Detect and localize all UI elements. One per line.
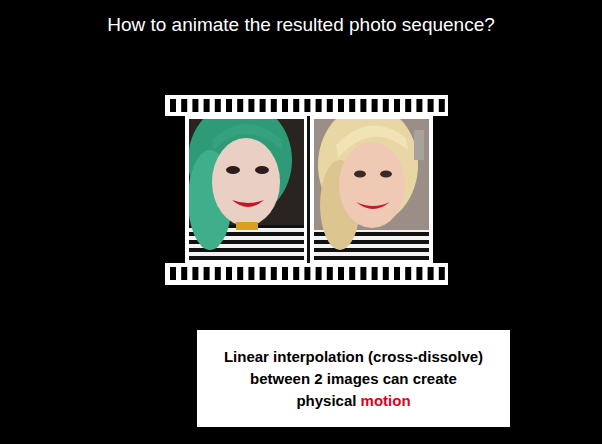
sprocket-hole: [338, 267, 344, 280]
sprocket-hole: [416, 267, 422, 280]
film-band: [165, 263, 448, 285]
sprocket-hole: [170, 267, 176, 280]
sprocket-hole: [372, 99, 378, 112]
sprocket-hole: [349, 267, 355, 280]
sprocket-hole: [338, 99, 344, 112]
sprocket-hole: [282, 267, 288, 280]
highlight-word: motion: [361, 392, 411, 409]
sprocket-hole: [327, 267, 333, 280]
sprocket-hole: [260, 267, 266, 280]
sprocket-hole: [349, 99, 355, 112]
sprocket-hole: [360, 99, 366, 112]
sprocket-hole: [248, 99, 254, 112]
film-band: [165, 95, 448, 116]
sprocket-hole: [282, 99, 288, 112]
sprocket-hole: [237, 99, 243, 112]
sprocket-holes: [170, 99, 445, 280]
sprocket-hole: [439, 99, 445, 112]
sprocket-hole: [293, 99, 299, 112]
sprocket-hole: [170, 99, 176, 112]
slide-title: How to animate the resulted photo sequen…: [0, 14, 602, 36]
sprocket-hole: [360, 267, 366, 280]
sprocket-hole: [204, 99, 210, 112]
photo-left: [189, 119, 304, 260]
sprocket-hole: [248, 267, 254, 280]
sprocket-hole: [181, 99, 187, 112]
sprocket-hole: [215, 99, 221, 112]
sprocket-hole: [192, 267, 198, 280]
sprocket-hole: [304, 99, 310, 112]
sprocket-hole: [394, 99, 400, 112]
frame-divider: [307, 116, 310, 263]
sprocket-hole: [416, 99, 422, 112]
sprocket-hole: [383, 99, 389, 112]
sprocket-hole: [181, 267, 187, 280]
sprocket-hole: [204, 267, 210, 280]
sprocket-hole: [226, 99, 232, 112]
sprocket-hole: [260, 99, 266, 112]
caption-box: Linear interpolation (cross-dissolve) be…: [197, 330, 510, 427]
sprocket-hole: [293, 267, 299, 280]
photo-right: [314, 119, 429, 260]
sprocket-hole: [372, 267, 378, 280]
sprocket-hole: [428, 99, 434, 112]
sprocket-hole: [316, 267, 322, 280]
sprocket-hole: [215, 267, 221, 280]
sprocket-hole: [226, 267, 232, 280]
sprocket-hole: [271, 267, 277, 280]
sprocket-hole: [327, 99, 333, 112]
sprocket-hole: [304, 267, 310, 280]
caption-text: Linear interpolation (cross-dissolve) be…: [224, 348, 483, 409]
sprocket-hole: [405, 267, 411, 280]
sprocket-hole: [428, 267, 434, 280]
sprocket-hole: [237, 267, 243, 280]
sprocket-hole: [439, 267, 445, 280]
sprocket-hole: [271, 99, 277, 112]
sprocket-hole: [192, 99, 198, 112]
sprocket-hole: [405, 99, 411, 112]
sprocket-hole: [394, 267, 400, 280]
sprocket-hole: [383, 267, 389, 280]
sprocket-hole: [316, 99, 322, 112]
